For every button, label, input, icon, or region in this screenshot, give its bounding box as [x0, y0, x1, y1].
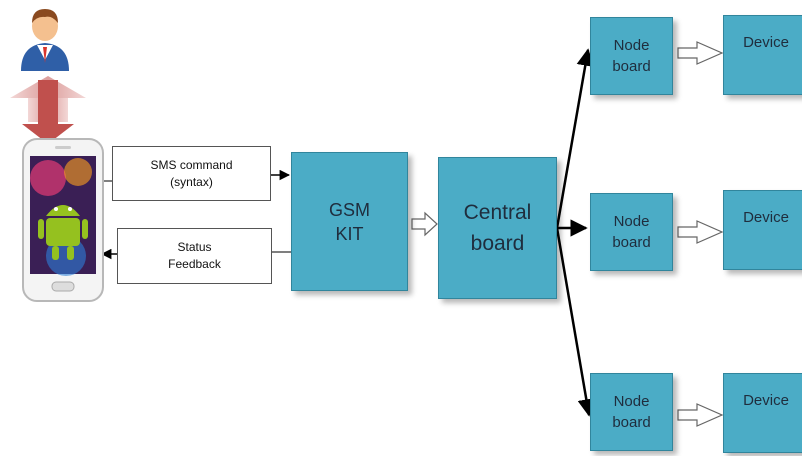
central-board-block: Central board — [438, 157, 557, 299]
gsm-label: GSM — [328, 199, 370, 220]
sms-command-box: SMS command (syntax) — [112, 146, 271, 201]
status-feedback-box: Status Feedback — [117, 228, 272, 284]
board-label: board — [470, 232, 525, 255]
up-down-arrow-icon — [10, 76, 86, 144]
fan-arrow-node-1 — [555, 48, 594, 229]
status-label: Status — [177, 240, 212, 254]
hollow-arrow-node-device-3 — [677, 403, 724, 427]
device-block-3: Device — [723, 373, 802, 453]
fan-arrow-node-3 — [555, 227, 595, 417]
kit-label: KIT — [335, 223, 364, 244]
node-label: Node — [613, 393, 650, 410]
device-label: Device — [743, 392, 789, 409]
device-label: Device — [743, 209, 789, 226]
node-board-1: Node board — [590, 17, 673, 95]
feedback-label: Feedback — [168, 257, 221, 271]
android-phone-icon — [22, 138, 104, 302]
gsm-kit-block: GSM KIT — [291, 152, 408, 291]
central-label: Central — [463, 201, 532, 224]
hollow-arrow-gsm-central — [411, 211, 438, 237]
board-label: board — [612, 58, 651, 75]
device-label: Device — [743, 34, 789, 51]
hollow-arrow-node-device-2 — [677, 220, 724, 244]
board-label: board — [612, 414, 651, 431]
node-label: Node — [613, 37, 650, 54]
node-board-2: Node board — [590, 193, 673, 271]
device-block-2: Device — [723, 190, 802, 270]
device-block-1: Device — [723, 15, 802, 95]
user-icon — [21, 9, 69, 71]
node-label: Node — [613, 213, 650, 230]
sms-command-label: SMS command — [150, 157, 233, 172]
node-board-3: Node board — [590, 373, 673, 451]
hollow-arrow-node-device-1 — [677, 41, 724, 65]
sms-syntax-label: (syntax) — [170, 174, 213, 189]
board-label: board — [612, 234, 651, 251]
